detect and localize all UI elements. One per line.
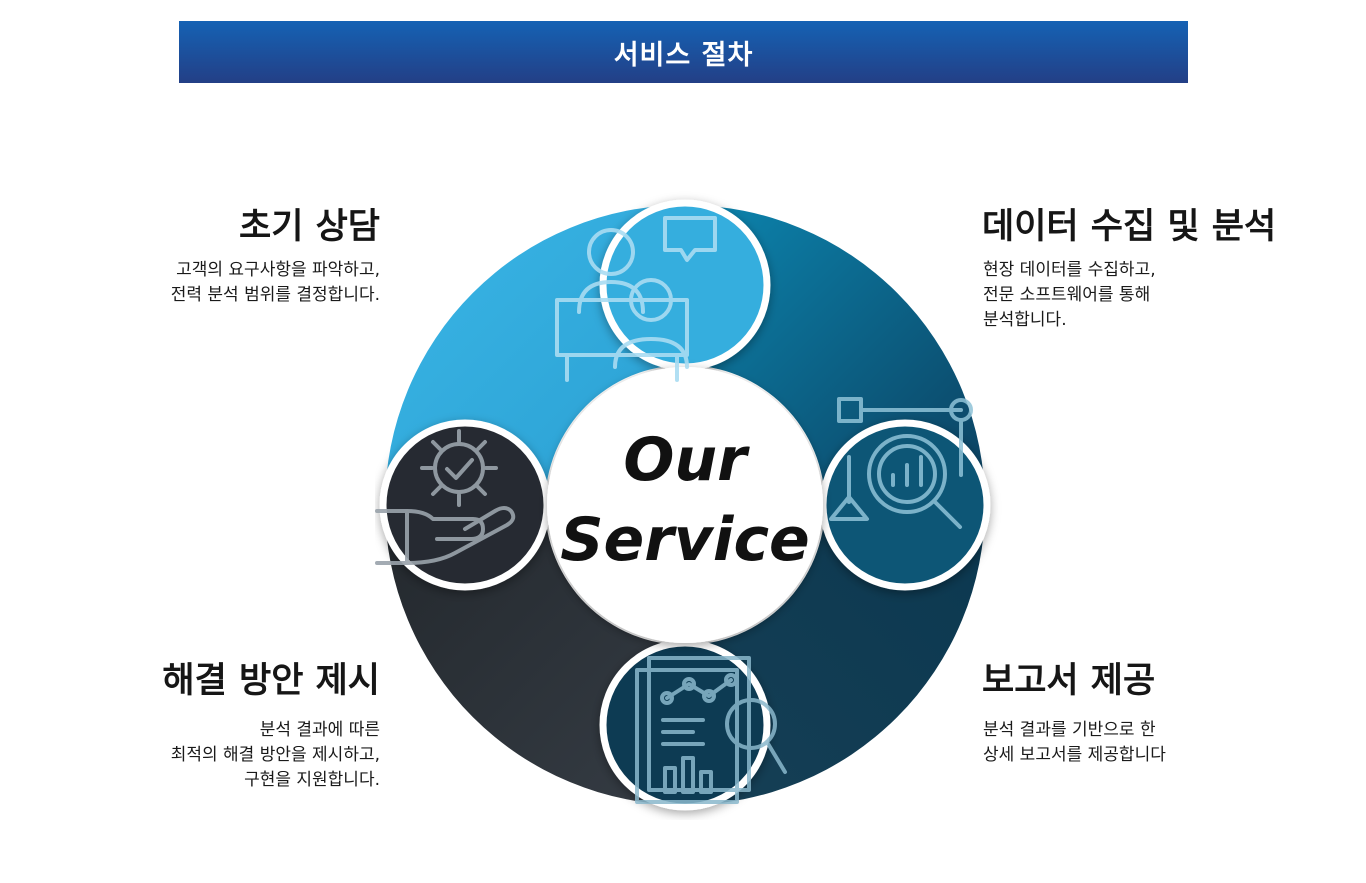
step-3-desc-line-1: 분석 결과에 따른 (171, 718, 380, 743)
step-2-desc-line-1: 현장 데이터를 수집하고, (983, 258, 1156, 283)
step-4-description: 분석 결과를 기반으로 한 상세 보고서를 제공합니다 (983, 718, 1166, 768)
step-4-desc-line-2: 상세 보고서를 제공합니다 (983, 743, 1166, 768)
step-1-desc-line-1: 고객의 요구사항을 파악하고, (171, 258, 380, 283)
step-1-title: 초기 상담 (239, 206, 380, 248)
step-3-desc-line-3: 구현을 지원합니다. (171, 768, 380, 793)
step-2-description: 현장 데이터를 수집하고, 전문 소프트웨어를 통해 분석합니다. (983, 258, 1156, 333)
step-1-desc-line-2: 전력 분석 범위를 결정합니다. (171, 283, 380, 308)
step-3-description: 분석 결과에 따른 최적의 해결 방안을 제시하고, 구현을 지원합니다. (171, 718, 380, 793)
center-title-line1: Our (623, 425, 750, 495)
page-title: 서비스 절차 (614, 33, 754, 72)
step-3-desc-line-2: 최적의 해결 방안을 제시하고, (171, 743, 380, 768)
step-1-description: 고객의 요구사항을 파악하고, 전력 분석 범위를 결정합니다. (171, 258, 380, 308)
page-header-banner: 서비스 절차 (179, 21, 1188, 83)
step-2-title: 데이터 수집 및 분석 (982, 206, 1276, 248)
center-title-line2: Service (560, 505, 809, 575)
cycle-graphic: Our Service (375, 190, 1005, 820)
step-4-title: 보고서 제공 (982, 660, 1155, 702)
step-2-desc-line-2: 전문 소프트웨어를 통해 (983, 283, 1156, 308)
step-2-desc-line-3: 분석합니다. (983, 308, 1156, 333)
step-4-desc-line-1: 분석 결과를 기반으로 한 (983, 718, 1166, 743)
step-3-title: 해결 방안 제시 (162, 660, 380, 702)
service-cycle-diagram: Our Service (375, 190, 1005, 820)
